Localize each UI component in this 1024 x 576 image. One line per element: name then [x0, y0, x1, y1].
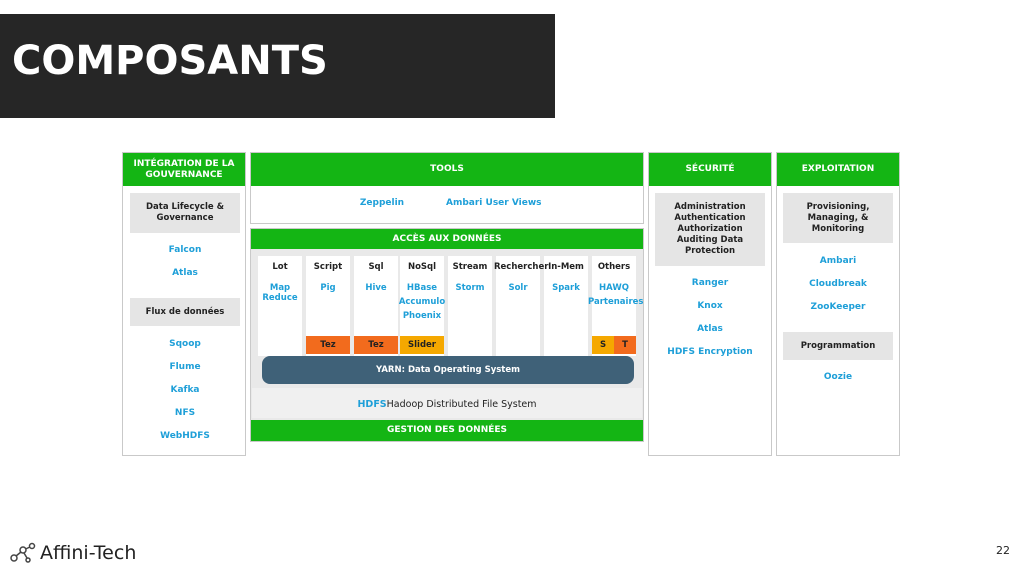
tag-tez-pig: Tez: [306, 336, 350, 354]
item-map[interactable]: Map: [269, 283, 291, 293]
item-partenaires[interactable]: Partenaires: [588, 297, 644, 307]
link-atlas-security[interactable]: Atlas: [697, 324, 723, 334]
hdfs-prefix: HDFS: [357, 399, 387, 410]
link-kafka[interactable]: Kafka: [170, 385, 200, 395]
link-ambari-views[interactable]: Ambari User Views: [446, 198, 542, 208]
slide-title: COMPOSANTS: [12, 38, 328, 84]
network-icon: [10, 542, 36, 563]
tag-s: S: [592, 336, 614, 354]
item-storm[interactable]: Storm: [455, 283, 485, 293]
link-cloudbreak[interactable]: Cloudbreak: [809, 279, 867, 289]
col-head-lot: Lot: [272, 262, 288, 272]
item-reduce[interactable]: Reduce: [262, 293, 298, 303]
hdfs-row: [252, 388, 642, 418]
programming-box: Programmation: [783, 332, 893, 360]
dataflow-box: Flux de données: [130, 298, 240, 326]
link-sqoop[interactable]: Sqoop: [169, 339, 201, 349]
data-management-footer: GESTION DES DONNÉES: [251, 420, 643, 441]
item-hawq[interactable]: HAWQ: [599, 283, 629, 293]
link-oozie[interactable]: Oozie: [823, 372, 853, 382]
tag-tez-hive: Tez: [354, 336, 398, 354]
provisioning-box: Provisioning, Managing, & Monitoring: [783, 193, 893, 243]
link-zeppelin[interactable]: Zeppelin: [359, 198, 405, 208]
col-head-stream: Stream: [452, 262, 488, 272]
col-stream: [448, 256, 492, 356]
col-head-others: Others: [597, 262, 631, 272]
col-rechercher: [496, 256, 540, 356]
access-header: ACCÈS AUX DONNÉES: [251, 229, 643, 249]
integration-header: INTÉGRATION DE LA GOUVERNANCE: [123, 153, 245, 186]
security-box: Administration Authentication Authorizat…: [655, 193, 765, 266]
title-bar: [0, 14, 555, 118]
col-head-sql: Sql: [368, 262, 384, 272]
lifecycle-box: Data Lifecycle & Governance: [130, 193, 240, 233]
col-lot: [258, 256, 302, 356]
link-ranger[interactable]: Ranger: [691, 278, 729, 288]
item-spark[interactable]: Spark: [552, 283, 580, 293]
logo-text: Affini-Tech: [40, 542, 137, 564]
item-pig[interactable]: Pig: [320, 283, 336, 293]
page-number: 22: [996, 544, 1010, 557]
link-zookeeper[interactable]: ZooKeeper: [810, 302, 866, 312]
security-header: SÉCURITÉ: [649, 153, 771, 186]
link-falcon[interactable]: Falcon: [168, 245, 202, 255]
tag-slider: Slider: [400, 336, 444, 354]
operations-header: EXPLOITATION: [777, 153, 899, 186]
link-flume[interactable]: Flume: [169, 362, 201, 372]
item-accumulo[interactable]: Accumulo: [398, 297, 446, 307]
tag-t: T: [614, 336, 636, 354]
col-head-script: Script: [313, 262, 343, 272]
col-head-nosql: NoSql: [407, 262, 437, 272]
item-solr[interactable]: Solr: [508, 283, 528, 293]
link-ambari[interactable]: Ambari: [819, 256, 857, 266]
link-atlas[interactable]: Atlas: [172, 268, 198, 278]
col-head-rechercher: Rechercher: [494, 262, 549, 272]
link-knox[interactable]: Knox: [697, 301, 723, 311]
col-head-inmem: In-Mem: [548, 262, 584, 272]
yarn-bar: YARN: Data Operating System: [262, 356, 634, 384]
link-nfs[interactable]: NFS: [174, 408, 196, 418]
link-webhdfs[interactable]: WebHDFS: [160, 431, 210, 441]
hdfs-label: HDFSHadoop Distributed File System: [252, 399, 642, 410]
hdfs-rest: Hadoop Distributed File System: [386, 399, 537, 410]
affini-tech-logo: Affini-Tech: [10, 542, 136, 564]
item-phoenix[interactable]: Phoenix: [402, 311, 442, 321]
item-hive[interactable]: Hive: [365, 283, 387, 293]
link-hdfs-encryption[interactable]: HDFS Encryption: [667, 347, 753, 357]
item-hbase[interactable]: HBase: [406, 283, 438, 293]
col-inmem: [544, 256, 588, 356]
tools-header: TOOLS: [251, 153, 643, 186]
